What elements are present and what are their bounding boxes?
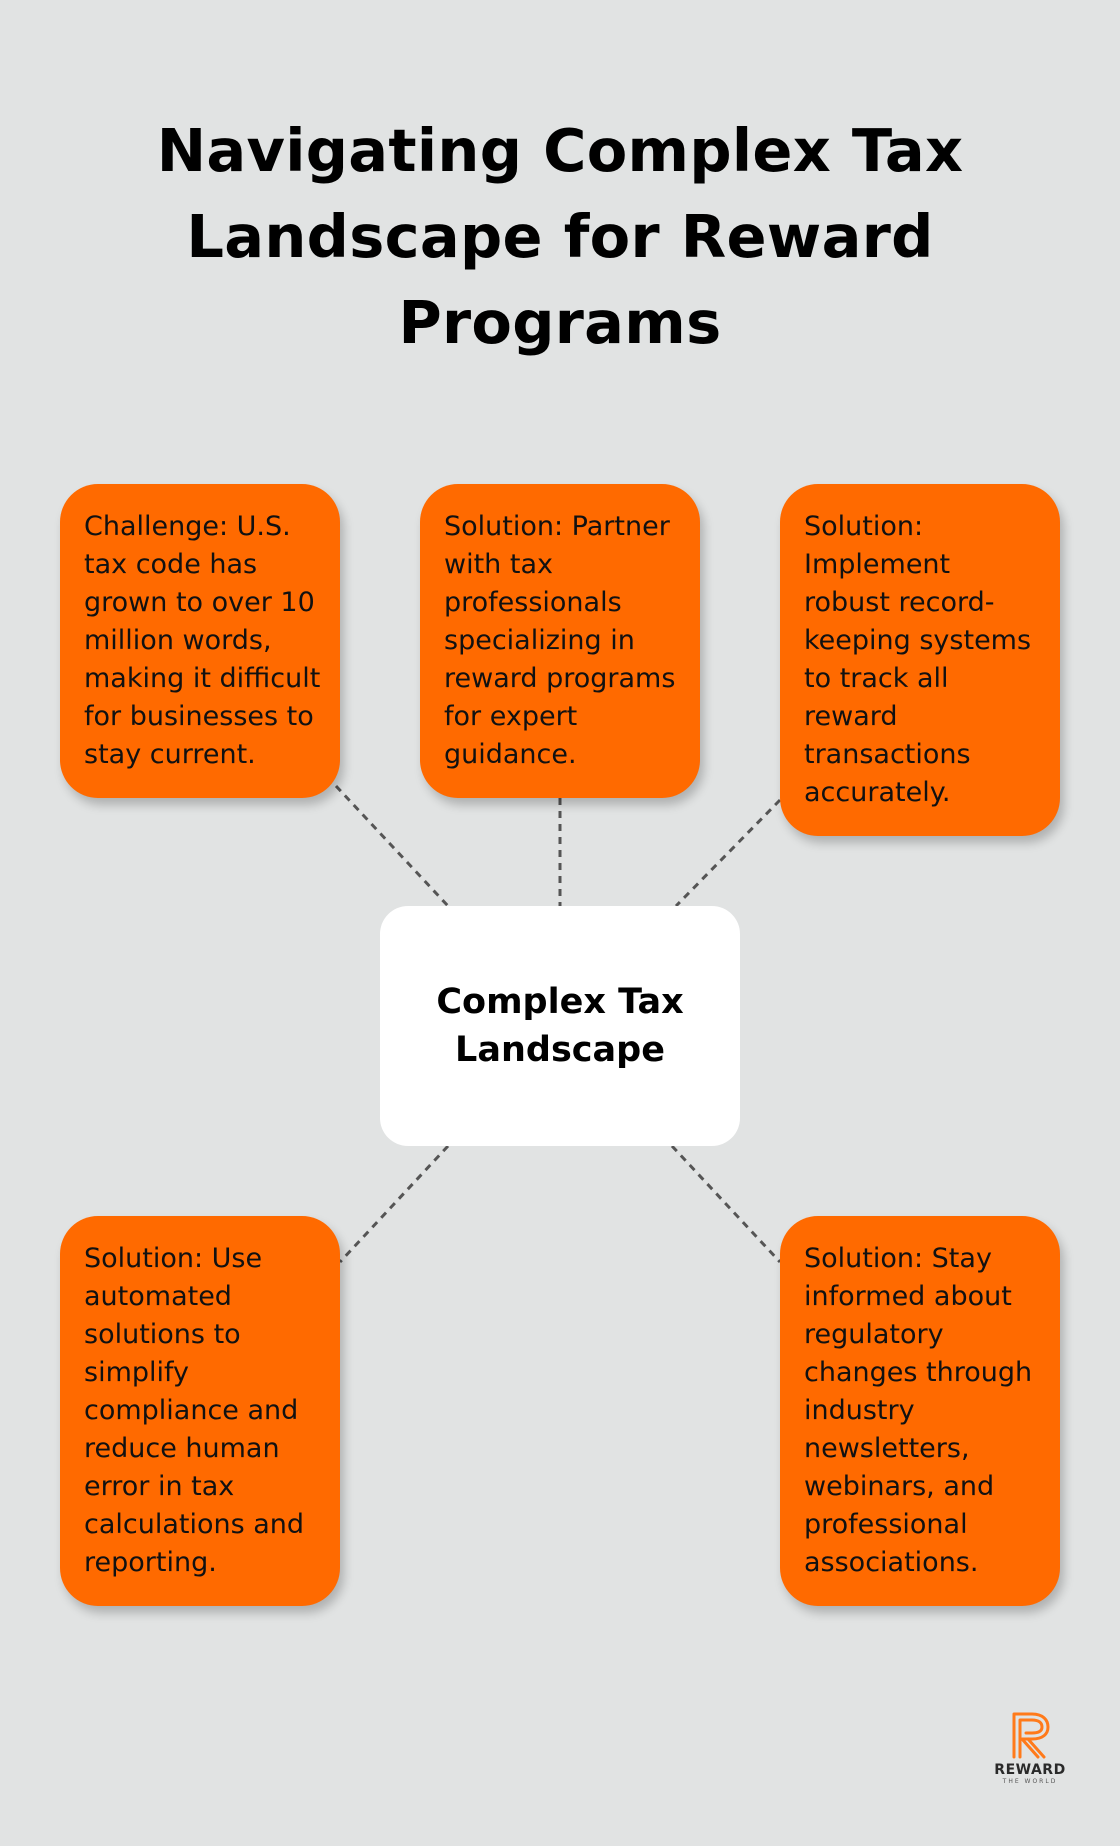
card-text: Challenge: U.S. tax code has grown to ov…	[84, 511, 321, 770]
reward-logo: REWARD THE WORLD	[990, 1710, 1070, 1790]
center-node-label: Complex Tax Landscape	[436, 982, 684, 1070]
challenge-card: Challenge: U.S. tax code has grown to ov…	[60, 484, 340, 798]
reward-r-logo-icon	[1012, 1712, 1050, 1759]
center-node: Complex Tax Landscape	[380, 906, 740, 1146]
solution-card-automation: Solution: Use automated solutions to sim…	[60, 1216, 340, 1606]
card-text: Solution: Stay informed about regulatory…	[804, 1243, 1033, 1578]
connector-line	[670, 1144, 782, 1264]
solution-card-record-keeping: Solution: Implement robust record-keepin…	[780, 484, 1060, 836]
card-text: Solution: Implement robust record-keepin…	[804, 511, 1032, 808]
logo-wordmark: REWARD	[994, 1762, 1066, 1778]
solution-card-partner: Solution: Partner with tax professionals…	[420, 484, 700, 798]
connector-line	[338, 1144, 450, 1264]
diagram-title: Navigating Complex Tax Landscape for Rew…	[156, 116, 964, 357]
card-text: Solution: Use automated solutions to sim…	[84, 1243, 305, 1578]
solution-card-stay-informed: Solution: Stay informed about regulatory…	[780, 1216, 1060, 1606]
logo-tagline: THE WORLD	[1002, 1778, 1058, 1785]
connector-line	[334, 784, 450, 908]
card-text: Solution: Partner with tax professionals…	[444, 511, 676, 770]
connector-line	[674, 798, 782, 908]
